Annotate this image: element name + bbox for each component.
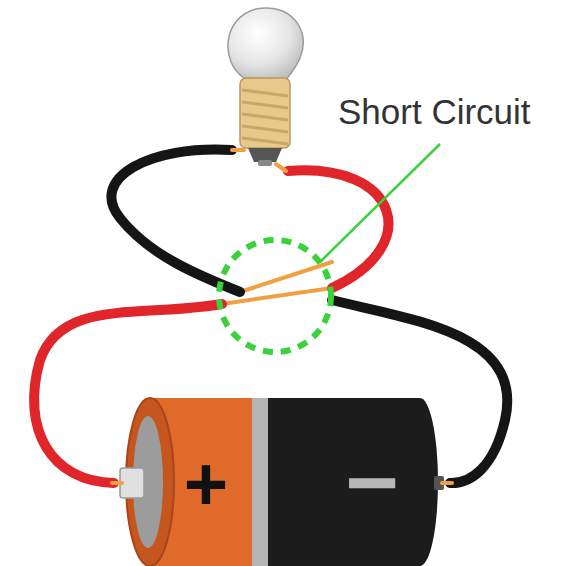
bulb-base — [240, 78, 290, 148]
battery-band — [252, 398, 270, 566]
wire-tip — [276, 164, 286, 171]
bulb-glass — [228, 8, 303, 80]
red-wire — [288, 170, 388, 288]
wire-tip — [112, 481, 122, 485]
wire-tip — [442, 481, 452, 485]
battery-body: +− — [150, 398, 420, 566]
bulb-thread — [242, 102, 288, 108]
wire-tip — [232, 148, 244, 152]
polarity-sign: − — [345, 436, 399, 528]
callout-label: Short Circuit — [338, 94, 531, 129]
battery — [120, 398, 444, 566]
bulb-contact — [258, 160, 272, 166]
leader-line — [320, 144, 440, 262]
battery-negative-half — [268, 398, 420, 566]
wires — [34, 149, 507, 483]
black-wire — [111, 149, 240, 292]
polarity-sign: + — [184, 446, 228, 522]
bulb-thread — [242, 114, 288, 120]
light-bulb — [228, 8, 303, 166]
bulb-thread — [242, 138, 288, 144]
bulb-insulator — [248, 148, 282, 162]
bare-wire — [240, 262, 332, 292]
short-circuit-ring — [219, 240, 331, 352]
bulb-thread — [242, 126, 288, 132]
bulb-thread — [242, 90, 288, 96]
battery-end — [402, 398, 438, 566]
